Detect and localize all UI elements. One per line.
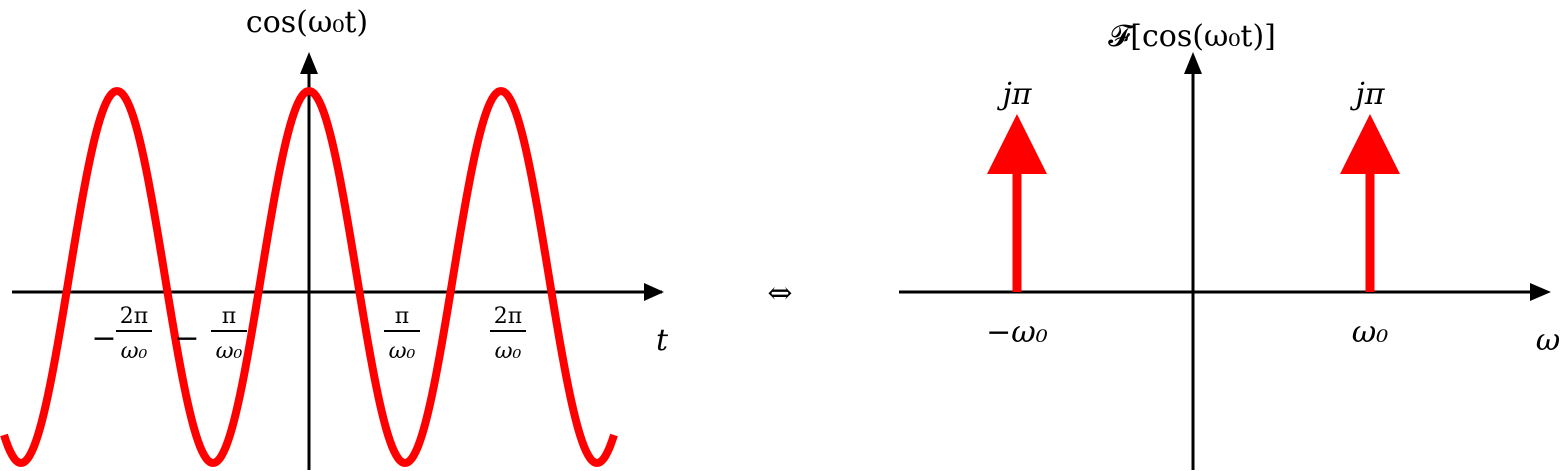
omega-axis-label: ω [1536,323,1560,358]
tick-label-2pi: 2π ω₀ [490,304,526,364]
omega-axis-arrowhead [1530,283,1551,301]
tick-label-pi: π ω₀ [384,304,420,364]
time-plot-title: cos(ω₀t) [246,5,368,40]
impulse-tick-label: ω₀ [1352,315,1389,350]
cosine-curve [0,87,618,467]
svg-text:ω₀: ω₀ [495,339,522,364]
tick-label-neg-2pi: − 2π ω₀ [91,304,152,364]
impulse-positive: jπ ω₀ [1340,77,1400,350]
spectrum-axis-arrowhead [1184,52,1202,74]
svg-text:−: − [91,321,116,356]
impulse-arrowhead [987,114,1047,174]
svg-text:π: π [222,304,236,329]
svg-text:ω₀: ω₀ [121,339,148,364]
equivalence-symbol: ⇔ [767,276,792,311]
impulse-tick-label: −ω₀ [986,315,1048,350]
amplitude-axis-arrowhead [300,52,318,74]
svg-text:−: − [174,321,199,356]
spectrum-plot-title: 𝓕[cos(ω₀t)] [1108,19,1276,54]
impulse-negative: jπ −ω₀ [986,77,1048,350]
impulse-label: jπ [1349,77,1385,112]
svg-text:2π: 2π [494,304,522,329]
t-axis-label: t [656,323,669,358]
svg-text:ω₀: ω₀ [216,339,243,364]
svg-text:π: π [395,304,409,329]
frequency-domain-plot: 𝓕[cos(ω₀t)] ω jπ −ω₀ jπ ω₀ [899,19,1560,470]
impulse-label: jπ [996,77,1032,112]
tick-label-neg-pi: − π ω₀ [174,304,247,364]
impulse-arrowhead [1340,114,1400,174]
time-domain-plot: cos(ω₀t) t − 2π ω₀ − π ω₀ π ω₀ 2π ω₀ [0,5,669,470]
svg-text:2π: 2π [120,304,148,329]
t-axis-arrowhead [644,283,664,301]
svg-text:ω₀: ω₀ [389,339,416,364]
